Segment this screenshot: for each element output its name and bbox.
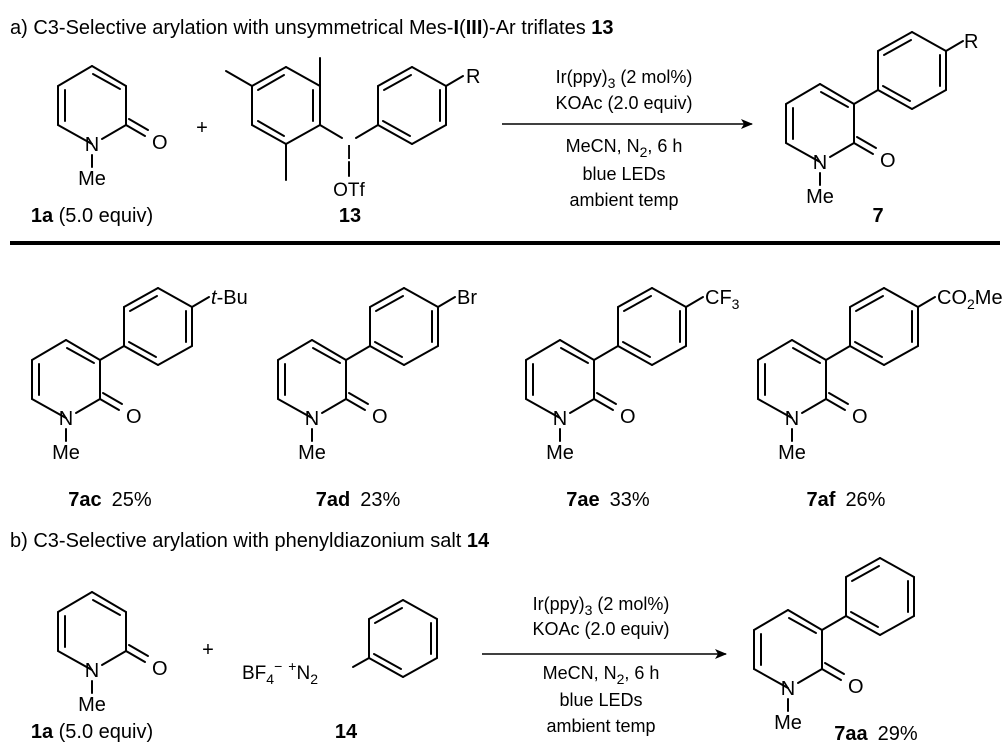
atom-o: O: [152, 132, 168, 154]
atom-o: O: [126, 406, 142, 428]
conditions-a-line3: MeCN, N2, 6 h: [566, 136, 683, 160]
reactant-1a-structure: N O Me: [57, 65, 168, 190]
methyl-label: Me: [806, 186, 834, 208]
atom-n: N: [813, 152, 827, 174]
methyl-label: Me: [52, 442, 80, 464]
substituent-label: CO2Me: [937, 287, 1003, 312]
phenyl-ring-14: [352, 599, 438, 678]
plus-sign-b: +: [202, 639, 214, 661]
methyl-label: Me: [78, 168, 106, 190]
atom-n: N: [59, 408, 73, 430]
conditions-b-line3: MeCN, N2, 6 h: [543, 663, 660, 687]
triflate-label: OTf: [333, 180, 365, 201]
atom-n: N: [785, 408, 799, 430]
reagent-13-label: 13: [339, 205, 361, 227]
conditions-a-line1: Ir(ppy)3 (2 mol%): [556, 67, 693, 91]
reactant-1a-b-label: 1a (5.0 equiv): [31, 721, 153, 743]
diazonium-salt-label: BF4−+N2: [242, 658, 318, 687]
atom-o: O: [620, 406, 636, 428]
product-7aa-structure: [753, 557, 915, 712]
plus-sign-a: +: [196, 117, 208, 139]
conditions-b-line5: ambient temp: [546, 716, 655, 736]
methyl-label: Me: [298, 442, 326, 464]
atom-o: O: [880, 150, 896, 172]
conditions-b-line1: Ir(ppy)3 (2 mol%): [533, 594, 670, 618]
methyl-label: Me: [546, 442, 574, 464]
atom-n: N: [781, 678, 795, 700]
reactant-1a-b-structure: [57, 591, 149, 694]
reactant-1a-label: 1a (5.0 equiv): [31, 205, 153, 227]
substituent-label: t-Bu: [211, 287, 248, 309]
conditions-b-line2: KOAc (2.0 equiv): [532, 619, 669, 639]
atom-n: N: [85, 660, 99, 682]
atom-o: O: [152, 658, 168, 680]
reagent-13-structure: [225, 57, 464, 181]
methyl-label: Me: [778, 442, 806, 464]
atom-o: O: [848, 676, 864, 698]
product-7-label: 7: [872, 205, 883, 227]
r-group-label: R: [466, 66, 480, 88]
substituent-label: Br: [457, 287, 477, 309]
reagent-14-label: 14: [335, 721, 358, 743]
conditions-a-line5: ambient temp: [569, 190, 678, 210]
iodine-atom: I: [346, 142, 352, 164]
atom-n: N: [305, 408, 319, 430]
section-b-title: b) C3-Selective arylation with phenyldia…: [10, 530, 490, 552]
substituent-label: CF3: [705, 287, 740, 312]
atom-o: O: [852, 406, 868, 428]
r-group-label: R: [964, 31, 978, 53]
conditions-a-line4: blue LEDs: [582, 164, 665, 184]
atom-n: N: [553, 408, 567, 430]
conditions-b-line4: blue LEDs: [559, 690, 642, 710]
section-a-title: a) C3-Selective arylation with unsymmetr…: [10, 17, 614, 39]
conditions-a-line2: KOAc (2.0 equiv): [555, 93, 692, 113]
atom-n: N: [85, 134, 99, 156]
methyl-label: Me: [774, 712, 802, 734]
methyl-label: Me: [78, 694, 106, 716]
atom-o: O: [372, 406, 388, 428]
